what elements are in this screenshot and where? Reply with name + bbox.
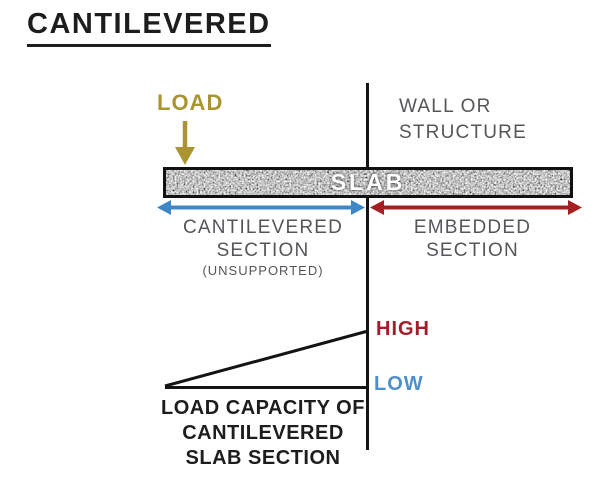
cantilevered-span-arrow-icon — [157, 200, 365, 215]
embedded-arrowhead-right — [568, 200, 582, 215]
embedded-section-line1: EMBEDDED — [413, 217, 532, 238]
slab: SLAB — [163, 167, 573, 198]
load-label: LOAD — [157, 90, 224, 115]
cantilevered-section-line1: CANTILEVERED — [182, 217, 344, 238]
embedded-section-label: EMBEDDED SECTION — [372, 216, 573, 262]
load-capacity-triangle — [164, 329, 369, 389]
load-arrowhead — [175, 147, 195, 165]
caption-line2: CANTILEVERED — [182, 422, 344, 444]
wall-line — [366, 83, 369, 450]
page-title: CANTILEVERED — [27, 8, 271, 47]
cantilevered-arrowhead-left — [157, 200, 171, 215]
high-label: HIGH — [376, 318, 430, 340]
cantilevered-section-line2: SECTION — [216, 240, 310, 261]
wall-structure-line2: STRUCTURE — [399, 122, 527, 143]
embedded-arrowhead-left — [370, 200, 384, 215]
load-arrow-icon — [175, 121, 195, 165]
cantilevered-arrowhead-right — [351, 200, 365, 215]
capacity-hypotenuse-line — [164, 329, 369, 388]
cantilevered-section-label: CANTILEVERED SECTION (UNSUPPORTED) — [163, 216, 363, 279]
embedded-span-arrow-icon — [370, 200, 582, 215]
slab-concrete-texture — [166, 170, 570, 195]
slab-label: SLAB — [330, 169, 406, 195]
wall-structure-label: WALL OR STRUCTURE — [399, 94, 527, 146]
wall-structure-line1: WALL OR — [399, 96, 492, 117]
unsupported-note: (UNSUPPORTED) — [202, 263, 324, 278]
caption-line3: SLAB SECTION — [185, 447, 341, 469]
low-label: LOW — [374, 373, 424, 395]
caption-line1: LOAD CAPACITY OF — [161, 397, 365, 419]
embedded-section-line2: SECTION — [426, 240, 519, 261]
capacity-caption: LOAD CAPACITY OF CANTILEVERED SLAB SECTI… — [133, 396, 393, 471]
